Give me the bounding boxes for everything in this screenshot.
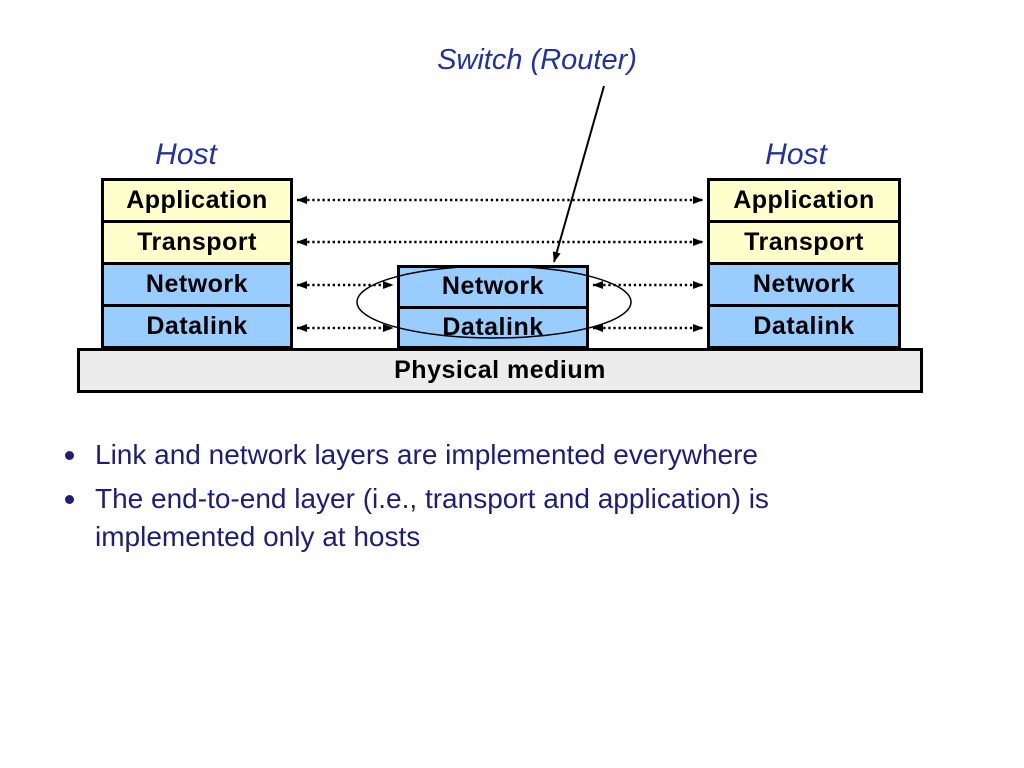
switch-router-label: Switch (Router) [437,44,637,76]
left-host-datalink-layer: Datalink [104,304,290,346]
right-host-stack: Application Transport Network Datalink [707,178,901,349]
physical-medium-label: Physical medium [394,356,606,384]
right-host-label: Host [765,138,827,171]
bullet-dot [65,451,74,460]
left-host-label: Host [155,138,217,171]
switch-stack: Network Datalink [397,265,589,349]
left-host-application-layer: Application [104,181,290,220]
bullet-text-2: The end-to-end layer (i.e., transport an… [95,483,769,552]
bullet-dot [65,495,74,504]
bullet-item-2: The end-to-end layer (i.e., transport an… [60,480,900,556]
bullet-text-1: Link and network layers are implemented … [95,439,758,470]
switch-network-layer: Network [400,268,586,306]
switch-datalink-layer: Datalink [400,305,586,346]
switch-pointer-arrow [552,85,605,263]
right-host-transport-layer: Transport [710,220,898,262]
left-host-network-layer: Network [104,262,290,304]
bullet-item-1: Link and network layers are implemented … [60,436,900,474]
right-host-datalink-layer: Datalink [710,304,898,346]
right-host-application-layer: Application [710,181,898,220]
left-host-stack: Application Transport Network Datalink [101,178,293,349]
left-host-transport-layer: Transport [104,220,290,262]
right-host-network-layer: Network [710,262,898,304]
bullet-list: Link and network layers are implemented … [60,436,900,562]
physical-medium-bar: Physical medium [77,348,923,393]
